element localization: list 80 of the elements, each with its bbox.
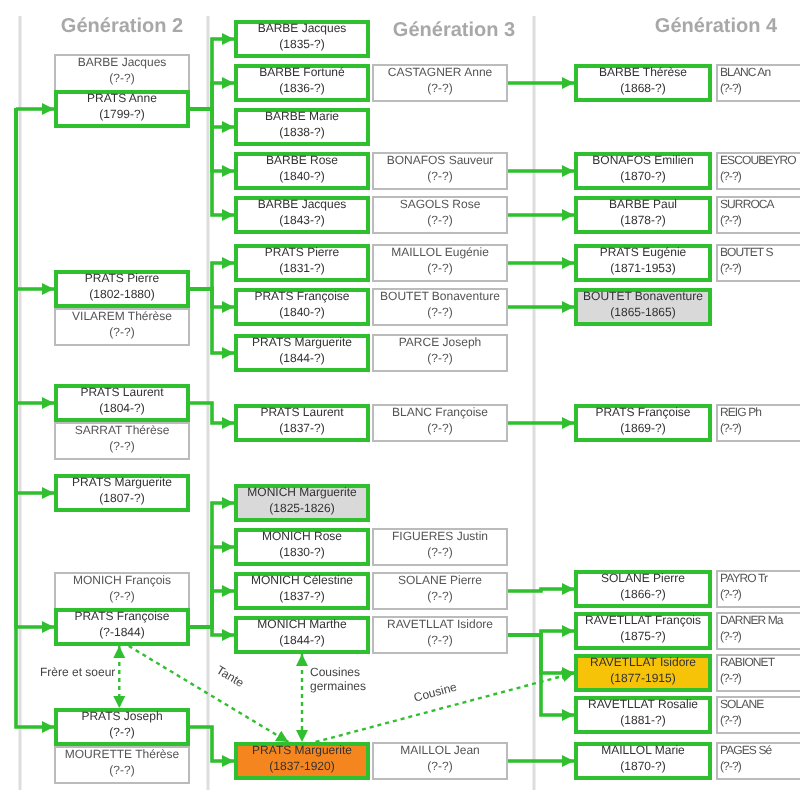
lineage-arrow xyxy=(14,108,54,733)
person-box xyxy=(372,64,508,102)
relation-arrow xyxy=(128,644,289,744)
person-box xyxy=(234,108,370,146)
person-box xyxy=(372,196,508,234)
person-box xyxy=(574,152,712,190)
lineage-arrow xyxy=(190,107,234,221)
person-box xyxy=(716,152,800,190)
lineage-arrow xyxy=(14,103,54,115)
person-box xyxy=(54,474,190,512)
person-box xyxy=(234,528,370,566)
person-box xyxy=(234,196,370,234)
person-box xyxy=(574,244,712,282)
person-box xyxy=(234,404,370,442)
lineage-arrow xyxy=(508,583,574,595)
person-box xyxy=(234,616,370,654)
person-box xyxy=(54,572,190,610)
relation-arrow xyxy=(113,646,126,708)
relation-arrow xyxy=(296,654,308,742)
person-box xyxy=(574,654,712,692)
person-box xyxy=(372,244,508,282)
person-box xyxy=(574,612,712,650)
person-box xyxy=(574,696,712,734)
lineage-arrow xyxy=(190,625,234,641)
lineage-arrow xyxy=(508,209,574,221)
relation-arrow xyxy=(315,670,575,744)
person-box xyxy=(54,308,190,346)
person-box xyxy=(372,334,508,372)
person-box xyxy=(372,528,508,566)
person-box xyxy=(574,404,712,442)
lineage-arrow xyxy=(190,725,234,767)
lineage-arrow xyxy=(508,755,574,767)
person-box xyxy=(372,742,508,780)
lineage-arrow xyxy=(508,77,574,89)
person-box xyxy=(716,612,800,650)
person-box xyxy=(54,270,190,308)
person-box xyxy=(574,196,712,234)
person-box xyxy=(54,746,190,784)
person-box xyxy=(54,384,190,422)
person-box xyxy=(234,334,370,372)
person-box xyxy=(234,64,370,102)
person-box xyxy=(574,570,712,608)
generation-heading: Génération 2 xyxy=(60,16,184,40)
person-box xyxy=(716,742,800,780)
person-box xyxy=(54,422,190,460)
person-box xyxy=(234,484,370,522)
person-box xyxy=(716,64,800,102)
person-box xyxy=(716,196,800,234)
generation-heading: Génération 4 xyxy=(654,16,778,40)
lineage-arrow xyxy=(190,287,234,359)
lineage-arrow xyxy=(508,301,574,313)
person-box xyxy=(716,244,800,282)
lineage-arrow xyxy=(508,257,574,269)
person-box xyxy=(54,90,190,128)
person-box xyxy=(234,152,370,190)
person-box xyxy=(234,572,370,610)
person-box xyxy=(716,570,800,608)
person-box xyxy=(372,572,508,610)
person-box xyxy=(372,152,508,190)
lineage-arrow xyxy=(508,165,574,177)
person-box xyxy=(372,404,508,442)
person-box xyxy=(716,654,800,692)
person-box xyxy=(234,288,370,326)
person-box xyxy=(574,742,712,780)
person-box xyxy=(234,20,370,58)
lineage-arrow xyxy=(190,401,234,429)
person-box xyxy=(372,616,508,654)
generation-heading: Génération 3 xyxy=(392,20,516,44)
person-box xyxy=(574,64,712,102)
person-box xyxy=(234,742,370,780)
person-box xyxy=(372,288,508,326)
person-box xyxy=(234,244,370,282)
person-box xyxy=(574,288,712,326)
lineage-arrow xyxy=(508,417,574,429)
person-box xyxy=(54,54,190,92)
person-box xyxy=(54,608,190,646)
person-box xyxy=(54,708,190,746)
person-box xyxy=(716,404,800,442)
person-box xyxy=(716,696,800,734)
lineage-arrow xyxy=(508,633,574,721)
